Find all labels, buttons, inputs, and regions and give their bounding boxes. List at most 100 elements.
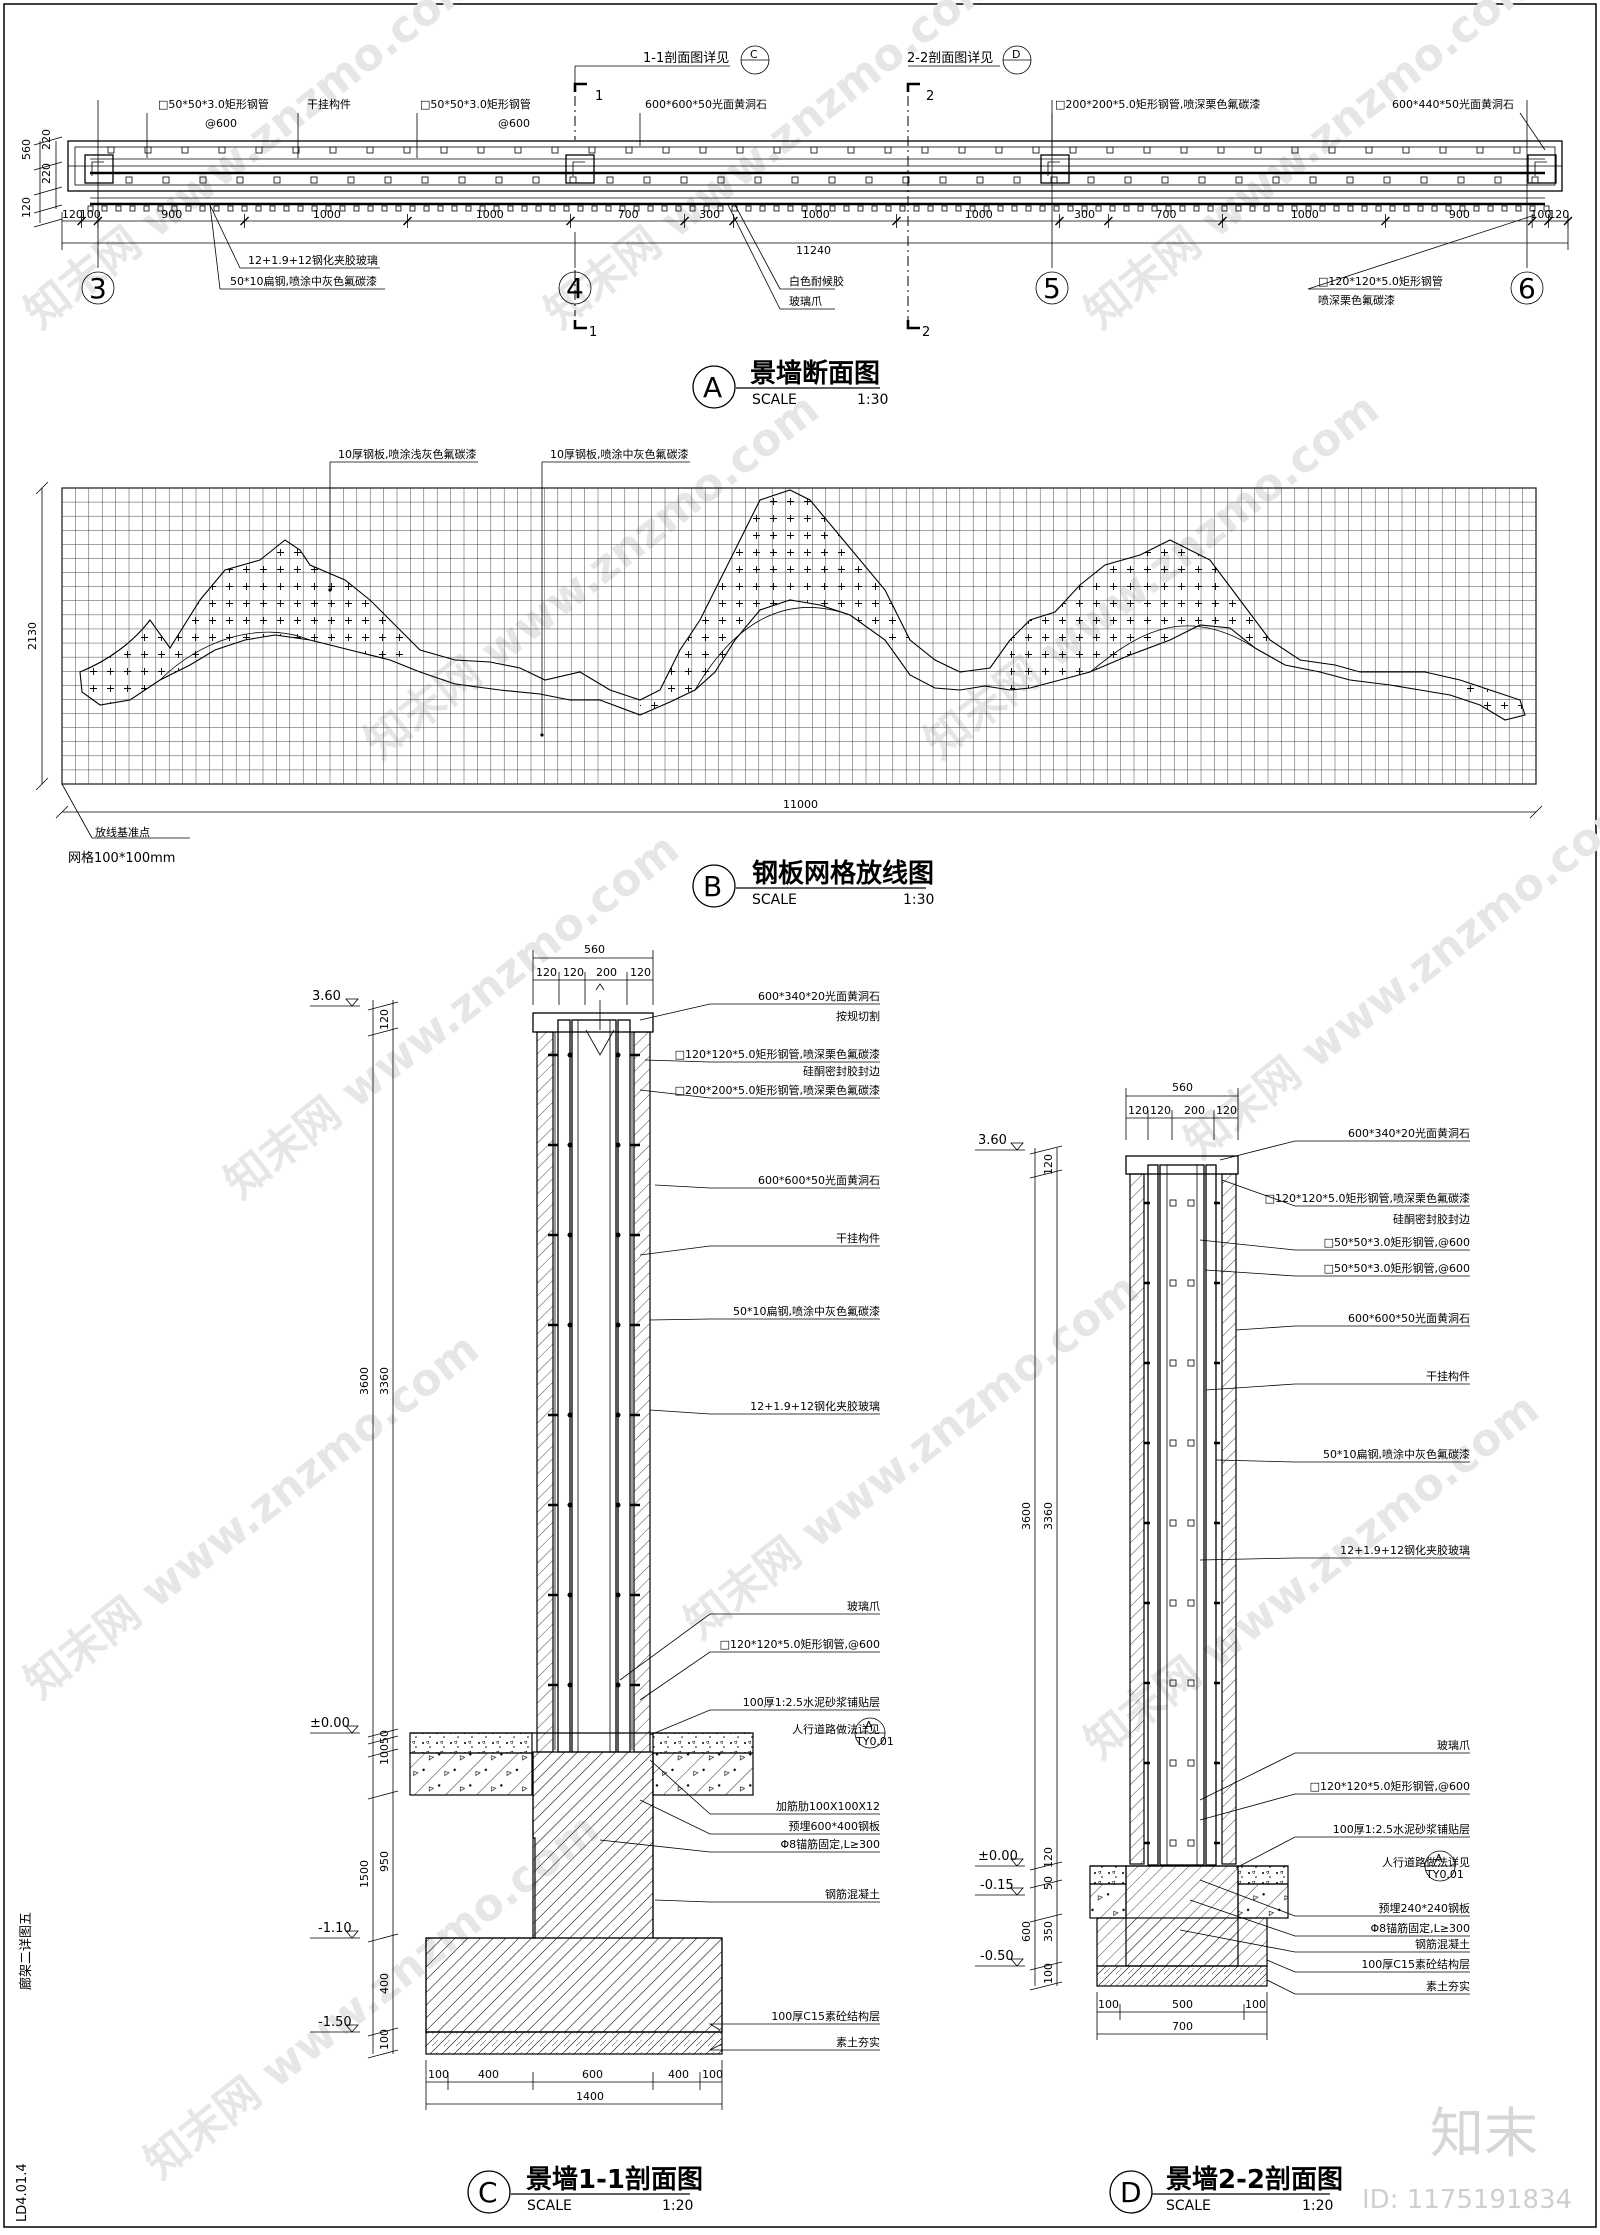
section-mark-1-top: 1 [595,89,603,104]
flatbar-node [1291,205,1298,212]
label-d-0: 600*340*20光面黄洞石 [1348,1126,1470,1140]
tube-square [1291,146,1299,154]
dim-d-left-4: 50 [1042,1876,1055,1890]
bracket-bolt [567,1412,573,1418]
label-b-plate-light: 10厚钢板,喷涂浅灰色氟碳漆 [338,447,477,461]
flatbar-node [1501,205,1508,212]
tube-square [477,146,485,154]
flatbar-node [409,205,416,212]
bracket-bolt [615,1232,621,1238]
dim-a-bottom-value: 700 [618,208,639,221]
tube-square [347,176,355,184]
bracket-bolt [615,1412,621,1418]
leader-d-7 [1215,1459,1470,1463]
elev-d-top: 3.60 [978,1133,1007,1148]
flatbar-node [1487,205,1494,212]
leader-c-10 [639,1651,880,1701]
flatbar-node [87,205,94,212]
brand-logo: 知末 [1430,2102,1538,2165]
dim-slash [403,216,413,226]
dim-a-left-2: 220 [40,163,53,184]
dim-tick [367,1933,399,1943]
drawing-c-section-1-1: 560 120 120 200 120 120 [310,943,894,2214]
flatbar-node [339,205,346,212]
callout-marker-d: D [1012,48,1020,61]
tube-square [1087,176,1095,184]
dim-tick [367,2049,399,2059]
flatbar-node [507,205,514,212]
tube-square [1180,146,1188,154]
flatbar-node [1459,205,1466,212]
axis-bubble-3 [81,271,115,305]
label-a-hanger: 干挂构件 [307,97,351,111]
flatbar-node [367,205,374,212]
flatbar-node [1095,205,1102,212]
flatbar-node [213,205,220,212]
dim-slash [77,216,87,226]
title-d: 景墙2-2剖面图 [1166,2164,1343,2195]
tube-square [329,146,337,154]
drawing-d-section-2-2: 560 120 120 200 120 120 3360 3600 120 50… [975,1081,1470,2214]
label-a-tube-200: □200*200*5.0矩形钢管,喷深栗色氟碳漆 [1055,97,1260,111]
dim-tick [33,161,63,171]
flatbar-node [857,205,864,212]
elev-c-ground: ±0.00 [310,1716,350,1731]
leader-d-17 [1266,1979,1470,1995]
flatbar-node [1347,205,1354,212]
flatbar-node [521,205,528,212]
dim-slash [1380,216,1390,226]
flatbar-node [1375,205,1382,212]
dim-c-left-1: 3360 [378,1367,391,1395]
dim-tick [33,186,63,196]
label-d-11: 100厚1:2.5水泥砂浆铺贴层 [1333,1822,1470,1836]
dim-a-left-3: 120 [20,197,33,218]
dim-c-top-4: 120 [630,966,651,979]
leader-c-11 [649,1709,880,1736]
dim-c-bottom-2: 600 [582,2068,603,2081]
ref-c-sheet: TY0.01 [855,1735,894,1748]
tube-square [1235,176,1243,184]
label-d-17: 素土夯实 [1426,1979,1470,1993]
tube-square [1169,1599,1177,1607]
dim-tick [1029,1861,1063,1871]
dim-d-top-total: 560 [1172,1081,1193,1094]
leader-c-4 [639,1089,880,1099]
flatbar-node [1333,205,1340,212]
dim-slash [1527,216,1537,226]
label-c-10: □120*120*5.0矩形钢管,@600 [720,1637,880,1651]
tube-square [662,146,670,154]
dim-a-bottom-value: 900 [161,208,182,221]
label-a-flatbar: 50*10扁钢,喷涂中灰色氟碳漆 [230,274,377,288]
leader-d-8 [1199,1557,1470,1561]
label-c-12: 人行道路做法详见 [792,1722,880,1736]
tube-square [366,146,374,154]
tube-square [1169,1439,1177,1447]
dim-slash [680,216,690,226]
leader-c-18 [709,2043,880,2051]
dim-a-bottom-value: 120 [62,208,83,221]
flatbar-node [1123,205,1130,212]
flatbar-node [1207,205,1214,212]
image-id: ID: 1175191834 [1362,2185,1572,2215]
tube-square [199,176,207,184]
flatbar-node [563,205,570,212]
tube-square [865,176,873,184]
dim-d-bottom-2: 100 [1245,1998,1266,2011]
tube-square [1457,176,1465,184]
flatbar-node [1053,205,1060,212]
leader-c-15 [599,1839,880,1853]
label-d-1: □120*120*5.0矩形钢管,喷深栗色氟碳漆 [1265,1191,1470,1205]
sheet-side-label: 廊架二详图五 [18,1912,34,1990]
title-a-scale-value: 1:30 [857,392,888,408]
leader-d-4 [1204,1269,1470,1277]
label-d-5: 600*600*50光面黄洞石 [1348,1311,1470,1325]
sheet-number: LD4.01.4 [15,2163,30,2222]
flatbar-node [787,205,794,212]
flatbar-node [353,205,360,212]
dim-tick [367,1001,399,1011]
tube-square [1402,146,1410,154]
dim-a-bottom-value: 100 [1530,208,1551,221]
dim-d-bottom-1: 500 [1172,1998,1193,2011]
dim-slash [1217,216,1227,226]
